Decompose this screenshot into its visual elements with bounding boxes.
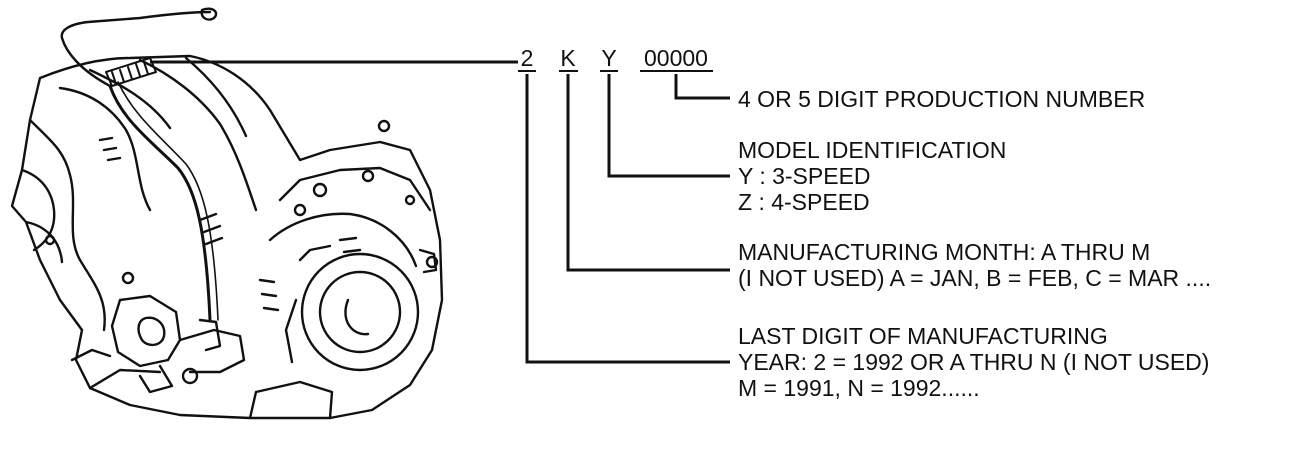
code-production: 00000 (644, 45, 708, 71)
year-desc-line1: LAST DIGIT OF MANUFACTURING (738, 323, 1108, 349)
model-leader-line (607, 74, 730, 178)
production-leader-line (674, 74, 730, 100)
year-desc-line2: YEAR: 2 = 1992 OR A THRU N (I NOT USED) (738, 349, 1209, 375)
leader-lines (150, 60, 730, 364)
descriptions: 4 OR 5 DIGIT PRODUCTION NUMBER MODEL IDE… (738, 86, 1211, 401)
year-leader-line (525, 74, 730, 364)
year-desc-line3: M = 1991, N = 1992...... (738, 375, 980, 401)
code-month: K (560, 45, 576, 71)
month-leader-line (566, 74, 730, 272)
model-desc-line3: Z : 4-SPEED (738, 189, 870, 215)
model-desc-line1: MODEL IDENTIFICATION (738, 137, 1006, 163)
model-desc-line2: Y : 3-SPEED (738, 163, 871, 189)
id-code: 2 K Y 00000 (521, 45, 708, 71)
code-model: Y (601, 45, 616, 71)
automatic-transaxle-icon (10, 7, 444, 420)
code-year: 2 (521, 45, 534, 71)
month-desc-line1: MANUFACTURING MONTH: A THRU M (738, 239, 1150, 265)
production-desc-line1: 4 OR 5 DIGIT PRODUCTION NUMBER (738, 86, 1145, 112)
month-desc-line2: (I NOT USED) A = JAN, B = FEB, C = MAR .… (738, 265, 1211, 291)
